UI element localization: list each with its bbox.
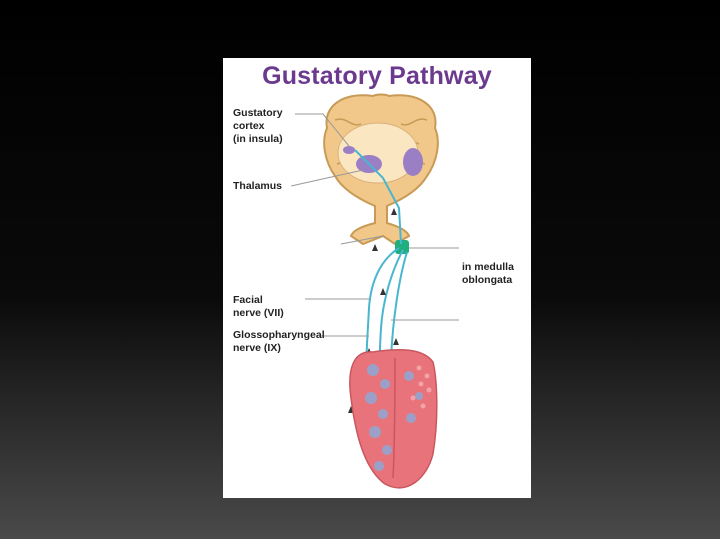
medulla-oblongata-label: in medulla oblongata	[462, 261, 514, 286]
brain-section	[323, 93, 439, 246]
taste-bud-clusters	[365, 364, 423, 471]
diagram-panel: Gustatory Pathway	[223, 58, 531, 498]
medulla-nucleus	[395, 240, 409, 254]
glossopharyngeal-nerve-label: Glossopharyngeal nerve (IX)	[233, 329, 325, 354]
facial-nerve-label: Facial nerve (VII)	[233, 294, 284, 319]
thalamus-label: Thalamus	[233, 180, 283, 192]
gustatory-cortex-label: Gustatory cortex (in insula)	[233, 107, 283, 145]
insula-shape	[343, 146, 355, 154]
leader-lines	[290, 113, 459, 337]
papillae-dots	[410, 365, 432, 409]
diagram-title: Gustatory Pathway	[262, 62, 492, 90]
tongue	[349, 348, 438, 489]
basal-ganglia-shape	[403, 148, 423, 176]
gustatory-pathway-illustration	[290, 93, 459, 489]
